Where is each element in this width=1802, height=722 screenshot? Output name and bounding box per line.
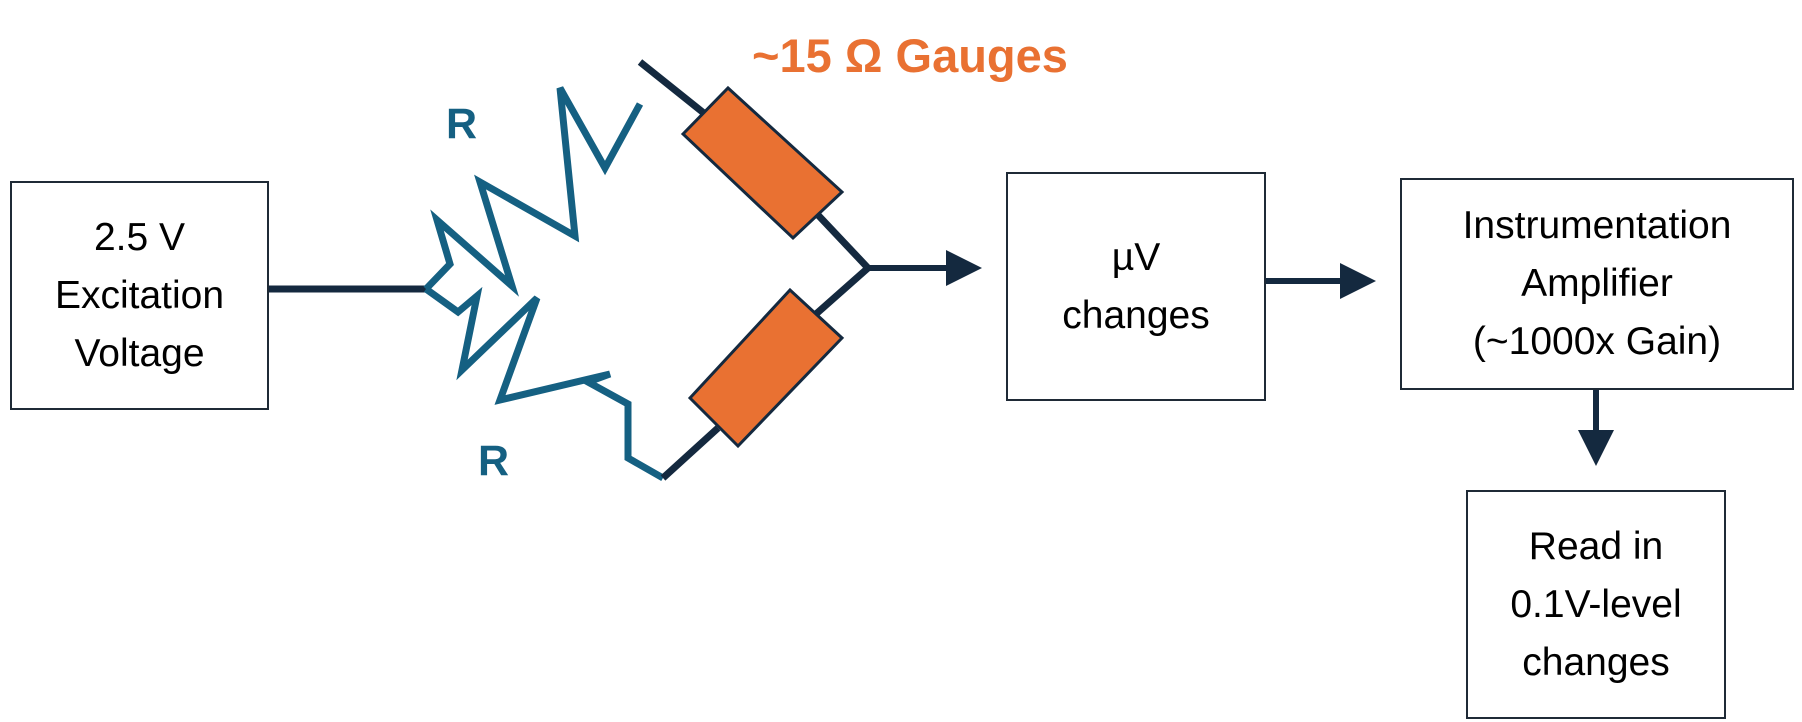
gauges-label: ~15 Ω Gauges <box>752 29 1068 82</box>
read-line-3: changes <box>1522 640 1670 684</box>
read-line-1: Read in <box>1528 524 1664 568</box>
amp-line-2: Amplifier <box>1521 262 1673 305</box>
resistor-top-label: R <box>446 100 478 148</box>
resistor-bottom <box>423 286 665 482</box>
uv-line-2: changes <box>1062 293 1210 337</box>
wire-gauge-top-to-node <box>815 212 871 271</box>
excitation-line-3: Voltage <box>74 331 205 375</box>
instrumentation-amplifier-box: Instrumentation Amplifier (~1000x Gain) <box>1400 178 1794 390</box>
excitation-voltage-box: 2.5 V Excitation Voltage <box>10 181 269 410</box>
excitation-line-2: Excitation <box>54 273 225 317</box>
wire-bottom-to-gauge <box>660 425 721 481</box>
microvolt-changes-box: µV changes <box>1006 172 1266 401</box>
strain-gauge-top <box>680 85 845 241</box>
read-line-2: 0.1V-level <box>1510 582 1682 626</box>
uv-line-1: µV <box>1111 235 1161 279</box>
amp-line-3: (~1000x Gain) <box>1472 320 1722 363</box>
wire-gauge-bottom-to-node <box>813 265 871 317</box>
amp-line-1: Instrumentation <box>1462 204 1732 247</box>
resistor-bottom-label: R <box>478 437 510 485</box>
strain-gauge-bottom <box>687 287 845 449</box>
resistor-top <box>423 86 644 297</box>
wire-top-to-gauge <box>637 59 713 121</box>
read-output-box: Read in 0.1V-level changes <box>1466 490 1726 719</box>
excitation-line-1: 2.5 V <box>93 215 186 259</box>
